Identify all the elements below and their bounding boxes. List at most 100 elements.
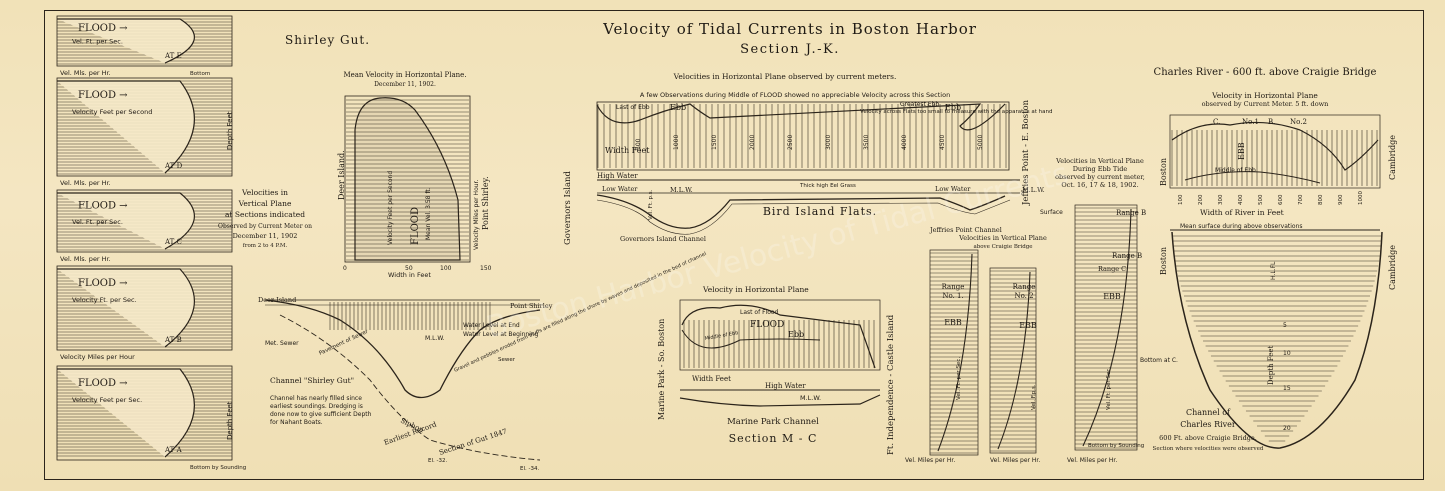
range-frame <box>1074 204 1138 451</box>
svg-text:observed by current meter,: observed by current meter, <box>1055 173 1145 181</box>
panel-at-label: AT C <box>164 238 182 246</box>
panel-frame <box>56 15 233 67</box>
charles-vertical-title: Velocities in Vertical Plane During Ebb … <box>1055 157 1145 189</box>
panel-miles-label: Vel. Mls. per Hr. <box>60 69 111 77</box>
marine-park-channel-label: Marine Park Channel <box>727 417 819 427</box>
bottom-c-label: Bottom at C. <box>1140 357 1178 364</box>
velocity-profile-curve <box>354 97 461 261</box>
deer-island-label: Deer Island. <box>337 150 346 200</box>
charles-labels: C. No.1 B. No.2 <box>1213 118 1307 126</box>
panel-flood-label: FLOOD → <box>78 378 128 389</box>
bottom-sounding-label: Bottom by Sounding <box>1088 443 1144 449</box>
cambridge-bottom-label: Cambridge <box>1388 245 1397 290</box>
svg-text:100: 100 <box>440 265 452 272</box>
cv-ebb-1: EBB <box>944 318 962 327</box>
jeffries-point-label: Jeffries Point - E. Boston <box>1021 99 1031 206</box>
svg-text:Velocities in: Velocities in <box>241 188 288 197</box>
panel-bottom-label: Bottom <box>190 71 210 77</box>
svg-text:Oct. 16, 17 & 18, 1902.: Oct. 16, 17 & 18, 1902. <box>1061 181 1138 189</box>
panel-velocity-label: Vel. Ft. per Sec. <box>72 38 123 46</box>
rangeb-label-1: Range B <box>1116 209 1146 217</box>
width-in-feet-label: Width in Feet <box>388 271 431 279</box>
low-water-right-label: Low Water <box>935 185 971 193</box>
charles-middle-curve <box>1184 171 1321 184</box>
range1-no: No. 1. <box>942 292 963 300</box>
svg-text:5: 5 <box>1283 322 1287 329</box>
charles-ebb-label: EBB <box>1237 142 1246 160</box>
panel-at-label: AT A <box>164 446 183 454</box>
velocity-profile <box>57 192 195 250</box>
mlw-label-right: M.L.W. <box>1022 186 1045 194</box>
svg-text:Charles River: Charles River <box>1180 420 1236 429</box>
water-end-label: Water Level at End <box>463 322 520 329</box>
velocity-profile <box>57 268 195 348</box>
mp-mlw-label: M.L.W. <box>800 394 821 402</box>
svg-text:done now to give sufficient De: done now to give sufficient Depth <box>270 411 372 418</box>
range2-no: No. 2 <box>1014 292 1033 300</box>
bird-island-note: A few Observations during Middle of FLOO… <box>640 91 950 99</box>
panel-bottom-label: Bottom by Sounding <box>190 465 246 471</box>
range-panel-1 <box>929 249 979 456</box>
range2-label: Range <box>1013 283 1036 291</box>
met-sewer-label: Met. Sewer <box>265 340 299 347</box>
low-water-label: Low Water <box>602 185 638 193</box>
panel-flood-label: FLOOD → <box>78 201 128 212</box>
velocity-profile <box>57 80 195 174</box>
cv-ebb-3: EBB <box>1103 292 1121 301</box>
panel-frame <box>56 77 233 177</box>
high-water-label: High Water <box>597 172 638 180</box>
bird-island-tick: 3500 <box>863 135 870 150</box>
mp-high-water-label: High Water <box>765 382 806 390</box>
horizontal-date: December 11, 1902. <box>374 81 436 88</box>
charles-river-section: Charles River - 600 ft. above Craigie Br… <box>1153 67 1397 452</box>
cv-vel-mph-2: Vel. Miles per Hr. <box>990 457 1040 464</box>
point-shirley-section-label: Point Shirley <box>510 302 553 310</box>
charles-width-tick: 300 <box>1218 194 1224 205</box>
mean-vel-label: Mean Vel. 3.58 ft. <box>425 187 432 240</box>
range-panel-3 <box>1074 204 1138 451</box>
charles-velocity-frame <box>1169 114 1381 189</box>
mp-width-label: Width Feet <box>692 375 731 383</box>
surface-label: Surface <box>1040 209 1063 216</box>
earliest-record-profile <box>279 314 541 461</box>
ebb-velocity-curve <box>596 103 1006 131</box>
fort-independence-label: Ft. Independence - Castle Island <box>886 314 896 455</box>
svg-text:Observed by Current Meter on: Observed by Current Meter on <box>218 223 312 230</box>
panel-miles-label: Vel. Mls. per Hr. <box>60 179 111 187</box>
bird-island-tick: 2500 <box>787 135 794 150</box>
panel-velocity-label: Velocity Feet per Sec. <box>72 396 142 404</box>
bird-island-tick: 2000 <box>749 135 756 150</box>
bird-island-tick: 5000 <box>977 135 984 150</box>
charles-channel-caption: Channel of Charles River 600 Ft. above C… <box>1153 408 1264 452</box>
depth-label-d: Depth Feet <box>226 111 234 150</box>
charles-channel-profile <box>1171 231 1383 449</box>
charles-depth-ticks: 5 10 15 20 <box>1283 322 1291 432</box>
svg-text:Channel of: Channel of <box>1186 408 1231 417</box>
panel-frame <box>56 365 233 461</box>
panel-at-label: AT D <box>164 162 183 170</box>
eel-grass-label: Thick high Eel Grass <box>799 183 856 189</box>
vertical-plane-note: Velocities in Vertical Plane at Sections… <box>218 188 312 249</box>
marine-park-label: Marine Park - So. Boston <box>657 319 666 420</box>
svg-text:0: 0 <box>343 265 347 272</box>
charles-width-tick: 400 <box>1238 194 1244 205</box>
charles-width-tick: 100 <box>1178 194 1184 205</box>
charles-vertical-plane: Velocities in Vertical Plane During Ebb … <box>905 157 1178 464</box>
range-profile <box>1082 208 1132 447</box>
svg-text:Channel has nearly filled sinc: Channel has nearly filled since <box>270 395 362 402</box>
flood-velocity-curve <box>681 304 876 369</box>
charles-river-title: Charles River - 600 ft. above Craigie Br… <box>1154 67 1377 78</box>
panel-at-label: AT E <box>164 52 182 60</box>
velocity-note: Velocity across Flats too small to measu… <box>860 109 1052 115</box>
velocity-chart-frame <box>344 95 471 263</box>
svg-text:for Nahant Boats.: for Nahant Boats. <box>270 419 323 426</box>
panel-flood-label: FLOOD → <box>78 278 128 289</box>
horizontal-title: Mean Velocity in Horizontal Plane. <box>343 71 466 79</box>
bird-island-flats-label: Bird Island Flats. <box>763 205 877 218</box>
bird-island-section: Velocities in Horizontal Plane observed … <box>563 72 1052 245</box>
bird-island-tick: 4000 <box>901 135 908 150</box>
bird-island-tick: 1500 <box>711 135 718 150</box>
boston-bottom-label: Boston <box>1159 247 1168 275</box>
